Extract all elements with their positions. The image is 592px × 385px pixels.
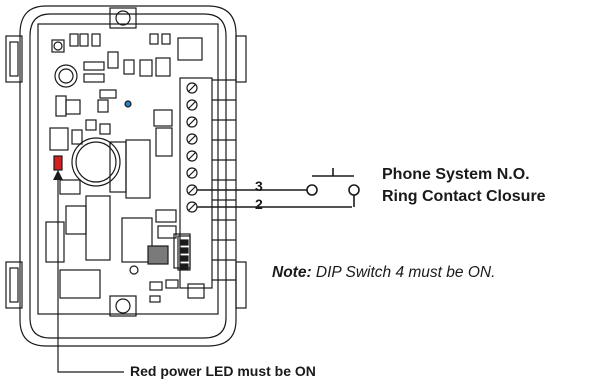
- enclosure-outline: [19, 5, 237, 347]
- indicator-dot: [124, 100, 132, 108]
- terminal-fins: [212, 79, 236, 281]
- ring-contact-label: Ring Contact Closure: [382, 188, 546, 205]
- red-power-led: [53, 155, 63, 171]
- led-note-label: Red power LED must be ON: [130, 363, 316, 379]
- terminal-screw-2: [186, 99, 198, 111]
- left-clip-bottom: [5, 261, 23, 309]
- right-clip-top: [235, 35, 247, 83]
- relay-block: [147, 245, 169, 265]
- note-text: DIP Switch 4 must be ON.: [311, 264, 496, 281]
- dip-switch-note: Note: DIP Switch 4 must be ON.: [272, 264, 495, 282]
- phone-system-label: Phone System N.O.: [382, 166, 530, 183]
- right-clip-bottom: [235, 261, 247, 309]
- bottom-screw: [109, 295, 137, 317]
- terminal-screw-3: [186, 116, 198, 128]
- terminal-screw-4: [186, 133, 198, 145]
- note-key: Note:: [272, 264, 312, 281]
- normally-open-switch: [306, 168, 360, 207]
- enclosure-inner: [29, 13, 227, 339]
- terminal-screw-6: [186, 167, 198, 179]
- led-pointer-arrowhead: [53, 170, 63, 180]
- top-screw: [109, 7, 137, 29]
- pcb-components: [45, 33, 205, 303]
- terminal-block: [179, 77, 213, 289]
- led-pointer-line: [57, 178, 124, 373]
- terminal-3-label: 3: [255, 178, 263, 194]
- circuit-board: [37, 23, 219, 315]
- terminal-screw-1: [186, 82, 198, 94]
- terminal-2-label: 2: [255, 196, 263, 212]
- terminal-screw-5: [186, 150, 198, 162]
- dip-switch: [177, 235, 191, 271]
- left-clip-top: [5, 35, 23, 83]
